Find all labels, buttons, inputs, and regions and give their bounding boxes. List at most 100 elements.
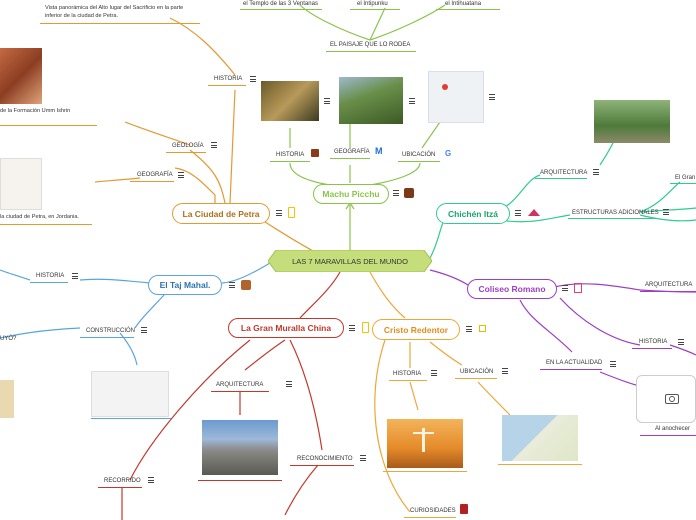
label-cristo-historia[interactable]: HISTORIA — [393, 371, 422, 377]
label-petra-geografia[interactable]: GEOGRAFÍA — [137, 172, 173, 178]
topic-chichen-itza[interactable]: Chichén Itzá — [436, 203, 510, 224]
underline — [404, 517, 456, 518]
underline — [0, 224, 92, 225]
menu-icon[interactable] — [593, 169, 599, 175]
topic-cristo[interactable]: Cristo Redentor — [372, 319, 460, 340]
machu-google-icon: G — [445, 149, 452, 158]
menu-icon[interactable] — [393, 190, 399, 196]
menu-icon[interactable] — [610, 361, 616, 367]
underline — [91, 418, 171, 419]
menu-icon[interactable] — [502, 368, 508, 374]
petra-note-line-1: Vista panorámica del Alto lugar del Sacr… — [45, 5, 184, 11]
label-machu-historia[interactable]: HISTORIA — [276, 152, 305, 158]
label-petra-geologia[interactable]: GEOLOGÍA — [172, 143, 204, 149]
camera-lens — [669, 396, 675, 402]
underline — [383, 471, 467, 472]
label-muralla-recorrido[interactable]: RECORRIDO — [104, 478, 141, 484]
underline — [568, 218, 658, 219]
underline — [640, 291, 696, 292]
coliseo-image-placeholder[interactable] — [636, 375, 696, 423]
topic-muralla[interactable]: La Gran Muralla China — [228, 318, 344, 338]
menu-icon[interactable] — [349, 325, 355, 331]
label-machu-geografia[interactable]: GEOGRAFÍA — [334, 149, 370, 155]
taj-side-image — [0, 380, 14, 418]
topic-petra[interactable]: La Ciudad de Petra — [172, 203, 270, 224]
menu-icon[interactable] — [360, 455, 366, 461]
menu-icon[interactable] — [324, 98, 330, 104]
menu-icon[interactable] — [678, 339, 684, 345]
menu-icon[interactable] — [229, 282, 235, 288]
machu-history-image — [261, 81, 319, 121]
central-topic[interactable]: LAS 7 MARAVILLAS DEL MUNDO — [268, 250, 432, 272]
menu-icon[interactable] — [562, 285, 568, 291]
label-coliseo-anochecer[interactable]: Al anochecer — [655, 426, 691, 432]
menu-icon[interactable] — [431, 370, 437, 376]
underline — [80, 337, 134, 338]
menu-icon[interactable] — [466, 326, 472, 332]
underline — [270, 161, 310, 162]
topic-machu-picchu[interactable]: Machu Picchu — [313, 184, 389, 204]
label-machu-ubicacion[interactable]: UBICACIÓN — [402, 152, 436, 158]
label-chichen-arquitectura[interactable]: ARQUITECTURA — [540, 170, 588, 176]
menu-icon[interactable] — [148, 477, 154, 483]
underline — [30, 282, 68, 283]
underline — [455, 378, 497, 379]
label-intihuatana[interactable]: el Intihuatana — [445, 1, 482, 7]
underline — [0, 125, 97, 126]
coliseo-document-icon — [574, 283, 582, 293]
label-coliseo-arquitectura[interactable]: ARQUITECTURA — [645, 282, 693, 288]
menu-icon[interactable] — [515, 210, 521, 216]
topic-coliseo[interactable]: Coliseo Romano — [467, 279, 557, 299]
menu-icon[interactable] — [72, 273, 78, 279]
label-intipunku[interactable]: el Intipunku — [357, 1, 388, 7]
menu-icon[interactable] — [141, 327, 147, 333]
menu-icon[interactable] — [276, 210, 282, 216]
underline — [98, 487, 142, 488]
cristo-curiosities-icon — [460, 504, 468, 514]
label-petra-historia[interactable]: HISTORIA — [214, 76, 243, 82]
menu-icon[interactable] — [178, 172, 184, 178]
taj-picture-icon — [241, 280, 251, 290]
cristo-statue-arms — [413, 432, 434, 434]
topic-cristo-label: Cristo Redentor — [383, 324, 449, 335]
menu-icon[interactable] — [211, 142, 217, 148]
petra-geology-image — [0, 48, 42, 104]
menu-icon[interactable] — [663, 209, 669, 215]
topic-chichen-itza-label: Chichén Itzá — [447, 208, 499, 219]
petra-jordania-note: la ciudad de Petra, en Jordania. — [0, 214, 79, 220]
underline — [436, 9, 500, 10]
underline — [166, 152, 206, 153]
petra-note-icon — [288, 207, 295, 218]
label-taj-construccion[interactable]: CONSTRUCCIÓN — [86, 328, 135, 334]
chichen-architecture-image — [594, 100, 670, 143]
menu-icon[interactable] — [489, 94, 495, 100]
underline — [290, 465, 354, 466]
label-taj-question[interactable]: UYÓ? — [0, 336, 17, 342]
label-cristo-ubicacion[interactable]: UBICACIÓN — [460, 369, 494, 375]
menu-icon[interactable] — [409, 98, 415, 104]
label-muralla-reconocimiento[interactable]: RECONOCIMIENTO — [297, 456, 353, 462]
petra-note-line-2: inferior de la ciudad de Petra. — [45, 13, 119, 19]
underline — [240, 9, 322, 10]
topic-taj-mahal-label: El Taj Mahal. — [159, 280, 211, 290]
label-chichen-el-gran[interactable]: El Gran — [675, 175, 696, 181]
menu-icon[interactable] — [250, 76, 256, 82]
label-chichen-estructuras[interactable]: ESTRUCTURAS ADICIONALES — [572, 210, 659, 216]
label-cristo-curiosidades[interactable]: CURIOSIDADES — [410, 508, 456, 514]
underline — [198, 480, 282, 481]
label-taj-historia[interactable]: HISTORIA — [36, 273, 65, 279]
machu-history-icon — [311, 149, 319, 157]
label-paisaje[interactable]: EL PAISAJE QUE LO RODEA — [330, 42, 411, 48]
label-templo-3-ventanas[interactable]: el Templo de las 3 Ventanas — [243, 1, 318, 7]
machu-picture-icon — [404, 188, 414, 198]
label-muralla-arquitectura[interactable]: ARQUITECTURA — [216, 382, 264, 388]
topic-coliseo-label: Coliseo Romano — [478, 284, 546, 294]
label-coliseo-historia[interactable]: HISTORIA — [639, 339, 668, 345]
map-pin-icon — [442, 84, 448, 90]
underline — [640, 435, 696, 436]
cristo-statue-shape — [422, 428, 425, 452]
label-coliseo-actualidad[interactable]: EN LA ACTUALIDAD — [546, 360, 603, 366]
menu-icon[interactable] — [286, 381, 292, 387]
topic-taj-mahal[interactable]: El Taj Mahal. — [148, 275, 222, 295]
